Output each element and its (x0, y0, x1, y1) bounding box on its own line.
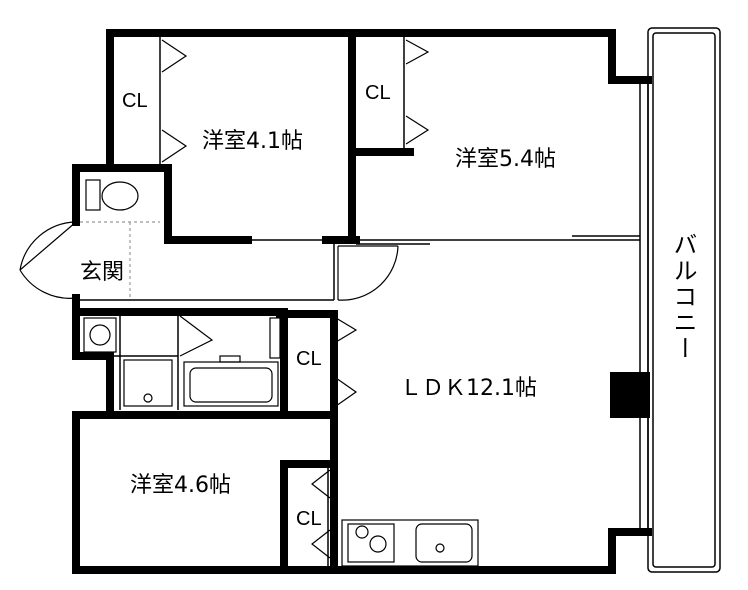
room-label-entrance: 玄関 (80, 260, 125, 285)
room-label-ldk: ＬＤＫ12.1帖 (400, 376, 537, 401)
entrance-step (80, 221, 160, 300)
bathtub (183, 317, 281, 407)
room-label-western-4-1: 洋室4.1帖 (202, 129, 303, 154)
wall-toilet (72, 164, 172, 226)
washroom-fixtures (83, 317, 173, 407)
room-label-western-4-6: 洋室4.6帖 (130, 473, 231, 498)
room-label-balcony: バルコニー (669, 232, 697, 362)
pillar (610, 372, 650, 418)
balcony-outline (647, 27, 721, 573)
closet-label-1: CL (122, 90, 148, 112)
closet-label-2: CL (365, 82, 391, 104)
wall-room41-left (164, 164, 252, 244)
room-label-western-5-4: 洋室5.4帖 (455, 147, 556, 172)
balcony-inner (652, 32, 716, 568)
toilet (85, 179, 139, 211)
closet-doors (161, 39, 430, 559)
wall-top (106, 29, 652, 84)
closet-label-3: CL (296, 348, 322, 370)
door-swings (19, 221, 399, 357)
closet-label-4: CL (296, 508, 322, 530)
kitchen (341, 519, 479, 567)
thin-lines (80, 27, 721, 573)
walls (72, 29, 652, 574)
